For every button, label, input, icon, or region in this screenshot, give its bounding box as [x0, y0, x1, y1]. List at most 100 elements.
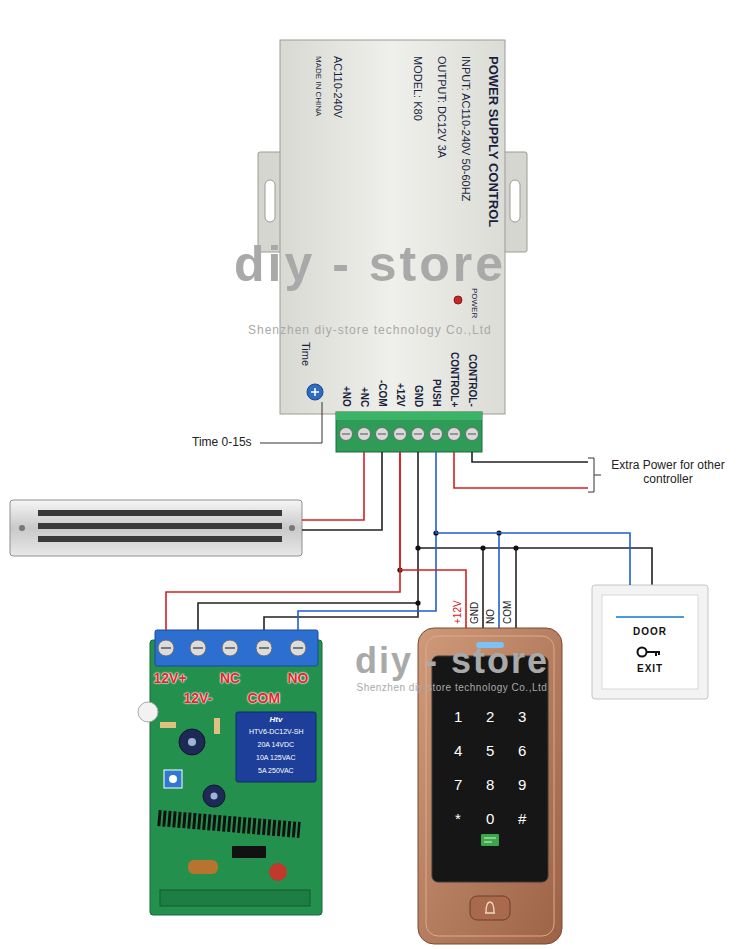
magnetic-lock — [10, 500, 302, 556]
keypad-wire — [482, 548, 484, 628]
resistor — [214, 718, 220, 734]
terminal-label: NC — [220, 670, 240, 686]
terminal-label: 12V+ — [154, 670, 187, 686]
lock-screw-hole — [289, 525, 295, 531]
button-text: DOOR — [633, 626, 667, 638]
watermark: diy - store — [234, 236, 506, 294]
push-wire — [436, 452, 630, 585]
terminal-label: GND — [412, 385, 424, 407]
terminal-label: COM — [248, 690, 281, 706]
callout-label: Extra Power for other controller — [604, 459, 732, 487]
capacitor-top — [188, 738, 196, 746]
keypad-key: 6 — [518, 742, 526, 759]
mounting-slot — [510, 180, 520, 222]
power-wire — [400, 452, 466, 628]
lock-groove — [38, 510, 282, 516]
wire-label: COM — [502, 601, 514, 624]
terminal-label: 12V- — [184, 690, 213, 706]
key-icon — [638, 648, 647, 657]
wire-label: NO — [485, 609, 497, 624]
terminal-ridge — [336, 412, 482, 420]
ground-wire — [198, 603, 418, 630]
spec-text: AC110-240V — [332, 56, 345, 118]
keypad-key: 2 — [486, 708, 494, 725]
power-wire — [166, 452, 400, 630]
terminal-label: CONTROL- — [466, 354, 478, 407]
knob-mark — [311, 388, 319, 396]
device-title: POWER SUPPLY CONTROL — [486, 56, 501, 227]
exit-button-plate — [592, 585, 708, 699]
power-supply-housing — [280, 40, 505, 414]
leader-line — [260, 402, 322, 443]
lock-screw-hole — [19, 525, 25, 531]
junction-dot — [415, 600, 420, 605]
antenna-coil — [158, 818, 300, 830]
spec-text: INPUT: AC110-240V 50-60HZ — [460, 56, 473, 201]
potentiometer — [164, 770, 182, 788]
bell-button — [470, 896, 510, 920]
board-component — [138, 702, 158, 722]
exit-button-face — [602, 595, 698, 689]
relay-marking: 5A 250VAC — [258, 767, 294, 775]
pin-row — [160, 890, 310, 906]
inductor — [188, 860, 218, 874]
card-icon — [481, 834, 499, 846]
resistor — [160, 722, 176, 728]
relay-marking: 20A 14VDC — [258, 741, 295, 749]
extra-power-wire — [472, 452, 588, 462]
capacitor — [203, 785, 225, 807]
mounting-slot — [265, 180, 275, 222]
knob-label: Time — [300, 342, 313, 366]
keypad-key: 4 — [454, 742, 462, 759]
lock-wire — [302, 452, 382, 530]
lock-groove — [38, 536, 282, 542]
keypad-wire — [498, 533, 500, 628]
lock-groove — [38, 523, 282, 529]
spec-text: MADE IN CHINA — [313, 56, 322, 116]
relay-component — [236, 712, 316, 782]
screw-slot — [342, 433, 476, 434]
keypad-key: 0 — [486, 810, 494, 827]
lock-wire — [302, 452, 364, 520]
power-led — [454, 296, 462, 304]
keypad-key: 3 — [518, 708, 526, 725]
keypad-key: 8 — [486, 776, 494, 793]
keypad-key: # — [518, 810, 526, 827]
keypad-key: 7 — [454, 776, 462, 793]
relay-terminal-block — [155, 630, 318, 666]
callout-label: Time 0-15s — [192, 436, 252, 450]
chip — [232, 846, 266, 858]
junction-dot — [415, 545, 420, 550]
spec-text: MODEL: K80 — [412, 56, 425, 121]
terminal-label: +NO — [340, 386, 352, 407]
wire-label: GND — [469, 602, 481, 624]
terminal-label: CONTROL+ — [448, 352, 460, 407]
keypad-key: * — [455, 810, 461, 827]
key-icon — [647, 652, 661, 656]
relay-marking: HTV6-DC12V-SH — [249, 728, 303, 736]
bracket — [588, 458, 601, 492]
wire-label: +12V — [452, 600, 464, 624]
button-text: EXIT — [637, 663, 663, 675]
card-icon — [484, 838, 496, 842]
screw-slot — [161, 647, 303, 648]
keypad-key: 1 — [454, 708, 462, 725]
keypad-key: 9 — [518, 776, 526, 793]
relay-marking: 10A 125VAC — [256, 754, 296, 762]
potentiometer-screw — [169, 775, 177, 783]
indicator-strip — [616, 616, 684, 618]
watermark: diy - store — [355, 640, 549, 681]
exit-button: DOOR EXIT — [592, 585, 708, 699]
junction-dot — [480, 545, 485, 550]
crystal — [269, 863, 287, 881]
terminal-block — [336, 412, 482, 452]
spec-text: OUTPUT: DC12V 3A — [436, 56, 449, 158]
terminal-label: -COM — [376, 380, 388, 407]
terminal-label: NO — [288, 670, 309, 686]
time-knob — [307, 384, 323, 400]
relay-receiver-board: 12V+NCNO12V-COMHtvHTV6-DC12V-SH20A 14VDC… — [150, 630, 322, 915]
terminal-label: +12V — [394, 383, 406, 407]
